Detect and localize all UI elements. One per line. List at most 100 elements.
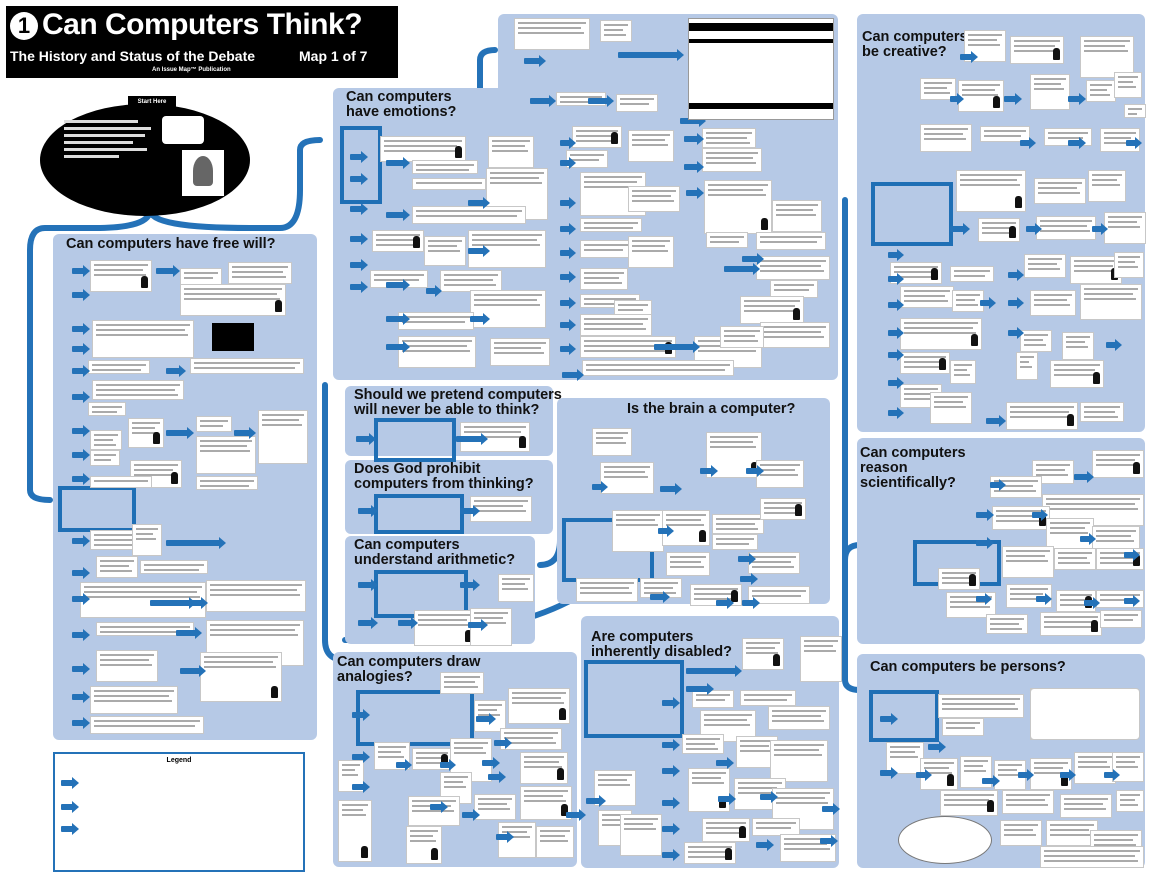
argument-card[interactable] (920, 124, 972, 152)
argument-card[interactable] (986, 614, 1028, 634)
argument-card[interactable] (258, 410, 308, 464)
argument-card[interactable] (1040, 846, 1144, 868)
argument-card[interactable] (200, 652, 282, 702)
argument-card[interactable] (756, 256, 830, 280)
argument-card[interactable] (756, 460, 804, 488)
argument-card[interactable] (958, 80, 1004, 112)
argument-card[interactable] (712, 534, 758, 550)
argument-card[interactable] (1100, 610, 1142, 628)
summary-table-card[interactable] (688, 18, 834, 120)
argument-card[interactable] (942, 718, 984, 736)
argument-card[interactable] (770, 740, 828, 782)
argument-card[interactable] (582, 360, 734, 376)
argument-card[interactable] (414, 610, 476, 646)
argument-card[interactable] (470, 290, 546, 328)
argument-card[interactable] (196, 416, 232, 432)
closing-oval-card[interactable] (898, 816, 992, 864)
argument-card[interactable] (88, 360, 150, 374)
argument-card[interactable] (740, 296, 804, 324)
argument-card[interactable] (702, 818, 750, 842)
argument-card[interactable] (1020, 330, 1052, 352)
argument-card[interactable] (952, 290, 984, 312)
argument-card[interactable] (706, 232, 748, 248)
argument-card[interactable] (380, 136, 466, 162)
argument-card[interactable] (536, 826, 574, 858)
argument-card[interactable] (1024, 254, 1066, 278)
argument-card[interactable] (1030, 74, 1070, 110)
argument-card[interactable] (412, 206, 526, 224)
argument-card[interactable] (702, 148, 762, 172)
argument-card[interactable] (500, 728, 562, 750)
argument-card[interactable] (1116, 790, 1144, 812)
argument-card[interactable] (1002, 790, 1054, 814)
argument-card[interactable] (408, 796, 460, 826)
argument-card[interactable] (900, 318, 982, 350)
argument-card[interactable] (488, 136, 534, 168)
argument-card[interactable] (96, 650, 158, 682)
argument-card[interactable] (196, 476, 258, 490)
argument-card[interactable] (900, 352, 950, 374)
argument-card[interactable] (92, 320, 194, 358)
argument-card[interactable] (712, 514, 764, 534)
argument-card[interactable] (1054, 548, 1096, 570)
argument-card[interactable] (742, 638, 784, 670)
argument-card[interactable] (90, 450, 120, 466)
argument-card[interactable] (440, 270, 502, 292)
argument-card[interactable] (580, 314, 652, 336)
argument-card[interactable] (1036, 216, 1096, 240)
argument-card[interactable] (1062, 332, 1094, 360)
argument-card[interactable] (90, 430, 122, 450)
argument-card[interactable] (616, 94, 658, 112)
argument-card[interactable] (1074, 752, 1116, 784)
argument-card[interactable] (424, 236, 466, 266)
argument-card[interactable] (90, 476, 152, 488)
argument-card[interactable] (1114, 72, 1142, 98)
argument-card[interactable] (508, 688, 570, 724)
argument-card[interactable] (90, 716, 204, 734)
argument-card[interactable] (930, 392, 972, 424)
argument-card[interactable] (688, 768, 730, 812)
argument-card[interactable] (580, 218, 642, 232)
argument-card[interactable] (938, 694, 1024, 718)
argument-card[interactable] (1040, 612, 1102, 636)
argument-card[interactable] (190, 358, 304, 374)
argument-card[interactable] (1088, 170, 1126, 202)
argument-card[interactable] (498, 574, 534, 602)
argument-card[interactable] (592, 428, 632, 456)
argument-card[interactable] (1046, 518, 1094, 550)
argument-card[interactable] (1080, 284, 1142, 320)
argument-card[interactable] (412, 178, 486, 190)
argument-card[interactable] (566, 150, 608, 168)
argument-card[interactable] (96, 556, 138, 578)
argument-card[interactable] (640, 578, 682, 598)
argument-card[interactable] (572, 126, 622, 148)
argument-card[interactable] (1016, 352, 1038, 380)
argument-card[interactable] (702, 128, 756, 148)
argument-card[interactable] (470, 496, 532, 522)
argument-card[interactable] (760, 322, 830, 348)
argument-card[interactable] (398, 312, 474, 330)
argument-card[interactable] (1104, 212, 1146, 244)
argument-card[interactable] (768, 706, 830, 730)
argument-card[interactable] (1086, 80, 1116, 102)
argument-card[interactable] (90, 686, 178, 714)
argument-card[interactable] (612, 510, 664, 552)
argument-card[interactable] (978, 218, 1020, 242)
argument-card[interactable] (1000, 820, 1042, 846)
argument-card[interactable] (412, 160, 478, 174)
argument-card[interactable] (580, 240, 632, 258)
argument-card[interactable] (980, 126, 1030, 142)
argument-card[interactable] (1002, 546, 1054, 578)
argument-card[interactable] (1050, 360, 1104, 388)
argument-card[interactable] (1010, 36, 1064, 64)
argument-card[interactable] (692, 690, 734, 708)
argument-card[interactable] (956, 170, 1026, 212)
argument-card[interactable] (950, 360, 976, 384)
argument-card[interactable] (720, 326, 764, 348)
argument-card[interactable] (1070, 256, 1122, 284)
argument-card[interactable] (666, 552, 710, 576)
argument-card[interactable] (1060, 794, 1112, 818)
argument-card[interactable] (1114, 252, 1144, 278)
argument-card[interactable] (950, 266, 994, 282)
argument-card[interactable] (406, 826, 442, 864)
